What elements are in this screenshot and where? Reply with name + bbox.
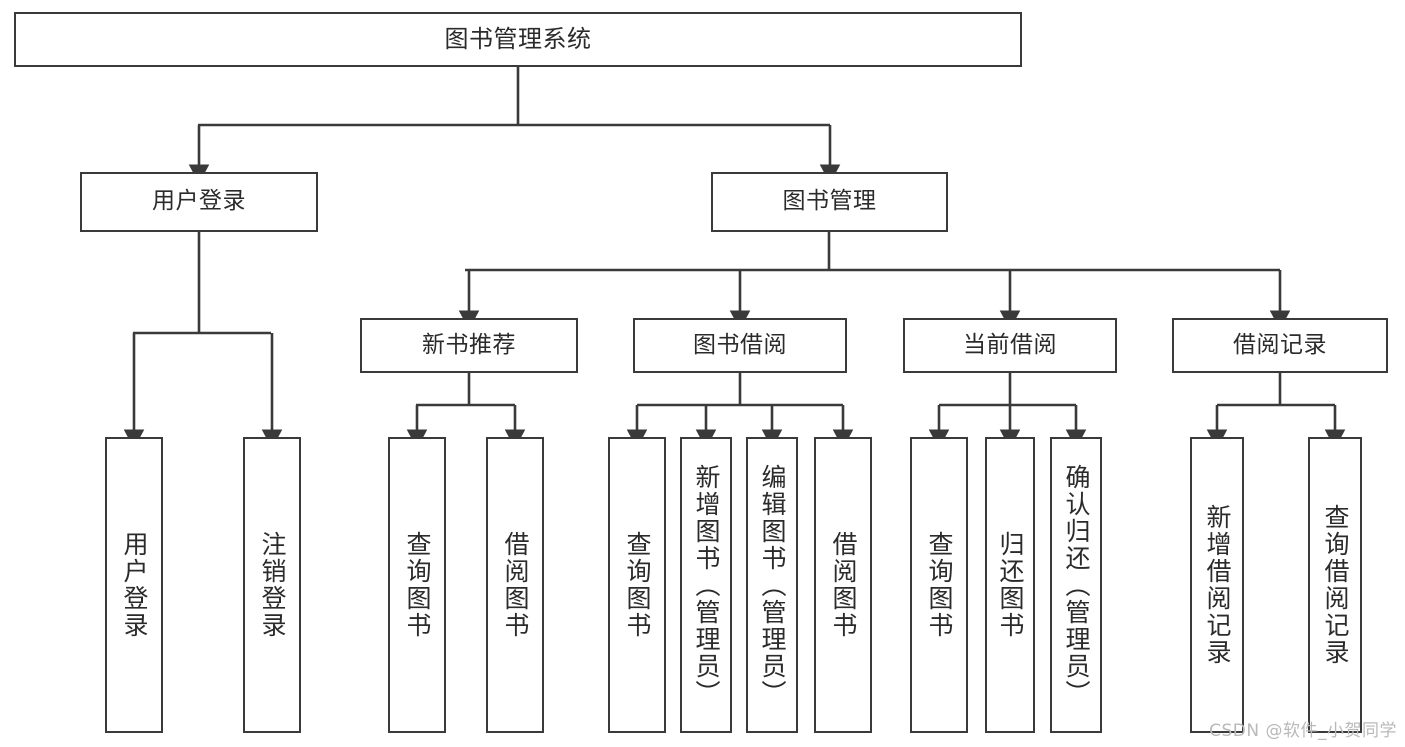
node-label: 用户登录 bbox=[152, 188, 246, 215]
node-label: 查询借阅记录 bbox=[1321, 504, 1350, 666]
node-label: 当前借阅 bbox=[963, 331, 1057, 358]
leaves-6[interactable]: 编辑图书（管理员） bbox=[746, 437, 798, 733]
node-label: 查询图书 bbox=[403, 531, 432, 639]
node-label: 图书借阅 bbox=[693, 331, 787, 358]
level2-1[interactable]: 图书借阅 bbox=[633, 318, 847, 373]
watermark-text: CSDN @软件_小贺同学 bbox=[1209, 721, 1397, 741]
level2-2[interactable]: 当前借阅 bbox=[903, 318, 1117, 373]
leaves-0[interactable]: 用户登录 bbox=[105, 437, 163, 733]
leaves-9[interactable]: 归还图书 bbox=[985, 437, 1035, 733]
node-label: 查询图书 bbox=[623, 531, 652, 639]
leaves-5[interactable]: 新增图书（管理员） bbox=[680, 437, 732, 733]
leaves-11[interactable]: 新增借阅记录 bbox=[1190, 437, 1244, 733]
node-label: 图书管理系统 bbox=[444, 25, 592, 54]
leaves-10[interactable]: 确认归还（管理员） bbox=[1050, 437, 1102, 733]
node-label: 借阅记录 bbox=[1233, 331, 1327, 358]
node-label: 编辑图书（管理员） bbox=[758, 463, 787, 707]
leaves-12[interactable]: 查询借阅记录 bbox=[1308, 437, 1362, 733]
level1-1[interactable]: 图书管理 bbox=[711, 172, 948, 232]
node-label: 查询图书 bbox=[925, 531, 954, 639]
level1-0[interactable]: 用户登录 bbox=[80, 172, 318, 232]
node-label: 用户登录 bbox=[120, 531, 149, 639]
level2-3[interactable]: 借阅记录 bbox=[1172, 318, 1388, 373]
node-label: 借阅图书 bbox=[501, 531, 530, 639]
node-label: 归还图书 bbox=[996, 531, 1025, 639]
level2-0[interactable]: 新书推荐 bbox=[360, 318, 578, 373]
node-label: 新书推荐 bbox=[422, 331, 516, 358]
leaves-1[interactable]: 注销登录 bbox=[243, 437, 301, 733]
root-0[interactable]: 图书管理系统 bbox=[14, 12, 1022, 67]
node-label: 确认归还（管理员） bbox=[1062, 463, 1091, 707]
leaves-7[interactable]: 借阅图书 bbox=[814, 437, 872, 733]
node-label: 借阅图书 bbox=[829, 531, 858, 639]
node-label: 新增借阅记录 bbox=[1203, 504, 1232, 666]
leaves-8[interactable]: 查询图书 bbox=[910, 437, 968, 733]
node-label: 新增图书（管理员） bbox=[692, 463, 721, 707]
leaves-3[interactable]: 借阅图书 bbox=[486, 437, 544, 733]
leaves-4[interactable]: 查询图书 bbox=[608, 437, 666, 733]
node-label: 注销登录 bbox=[258, 531, 287, 639]
node-label: 图书管理 bbox=[782, 188, 877, 215]
leaves-2[interactable]: 查询图书 bbox=[388, 437, 446, 733]
